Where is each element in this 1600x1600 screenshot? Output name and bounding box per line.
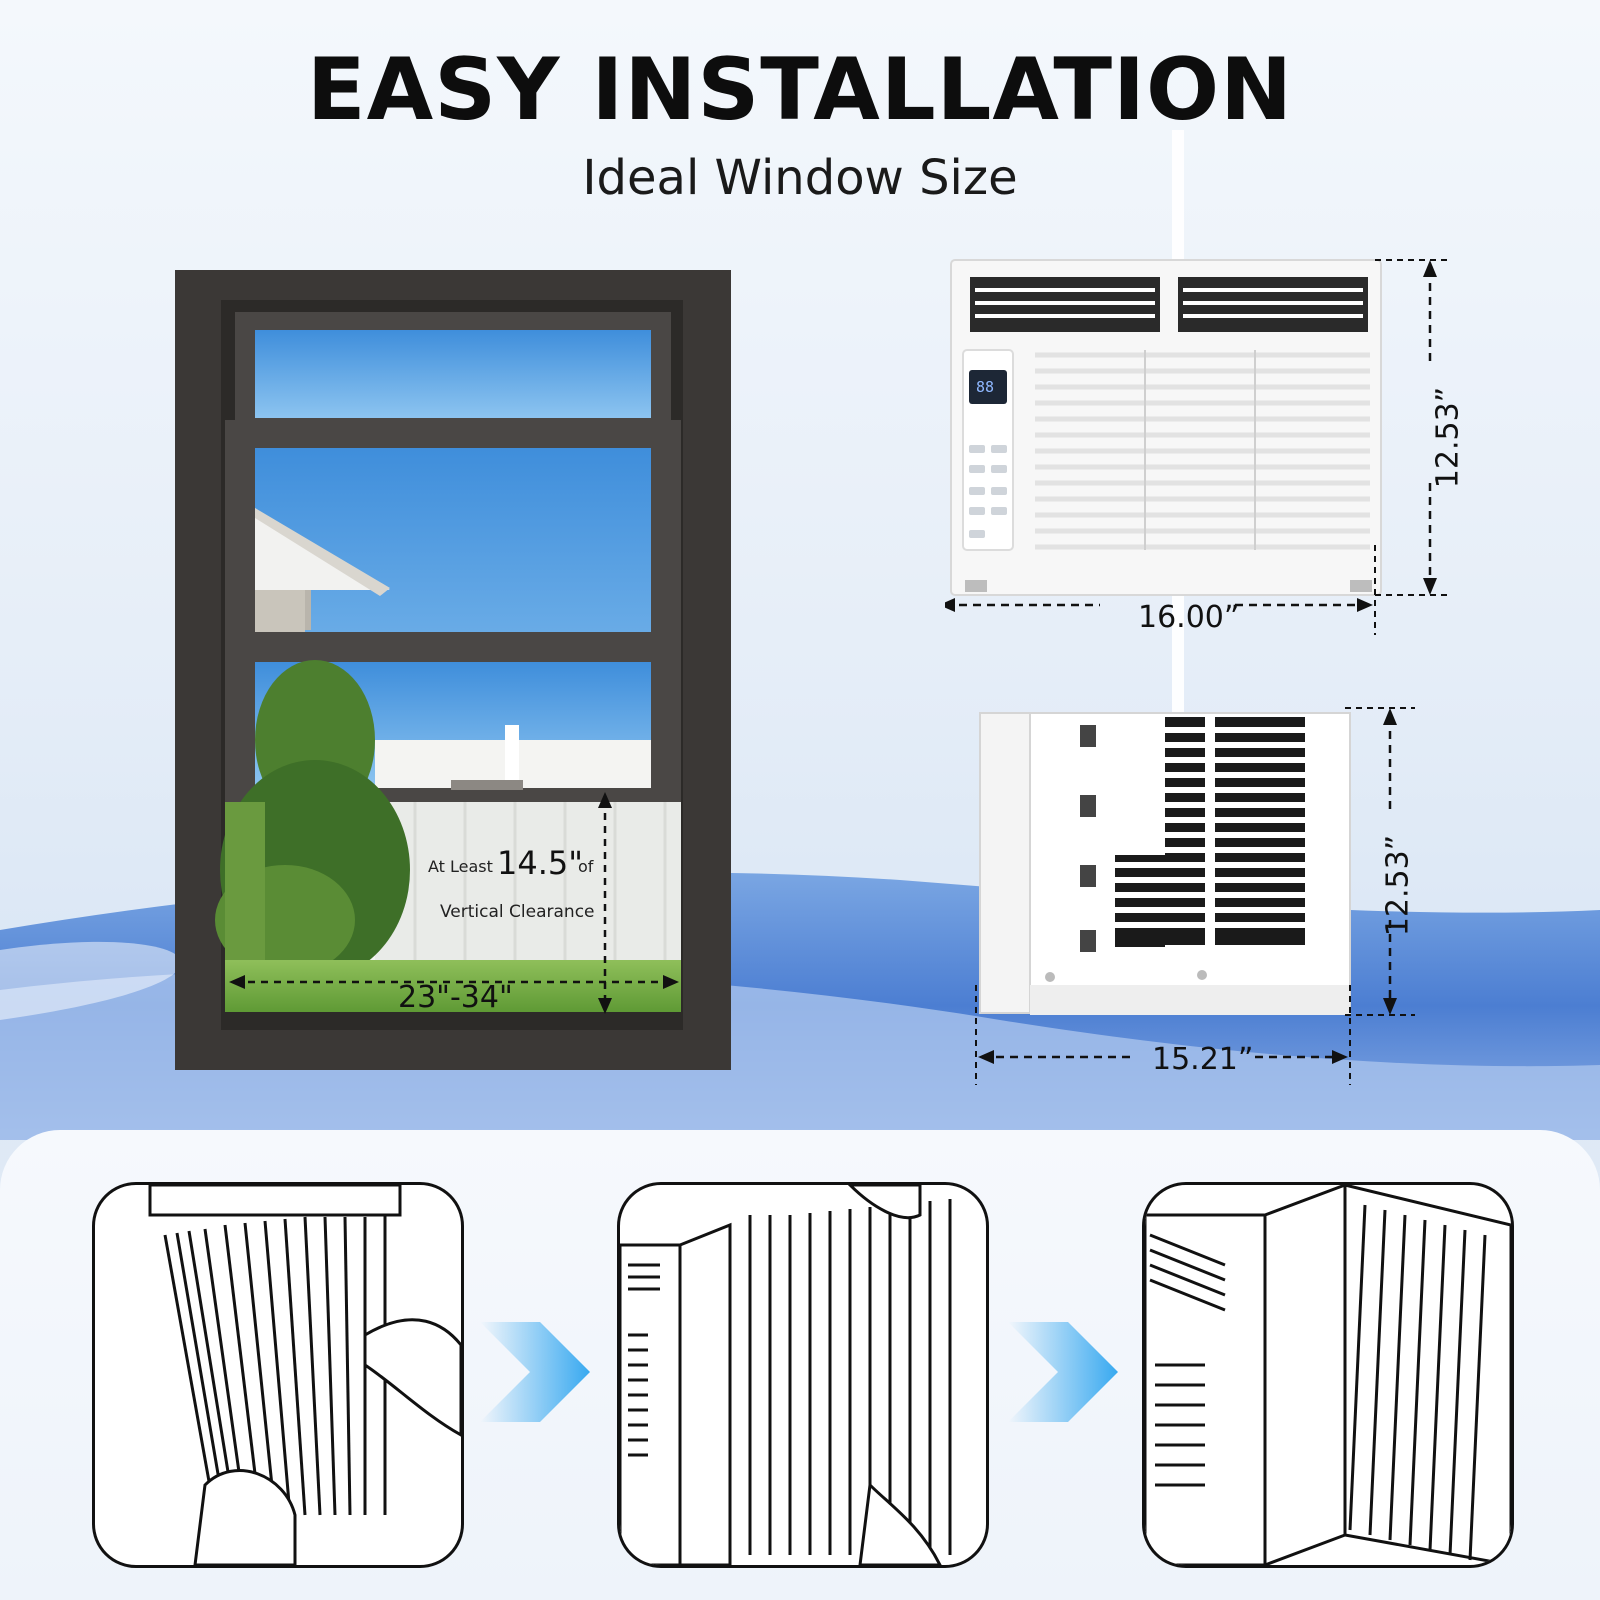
step-1-illustration: [148, 1185, 461, 1565]
step-arrow-2: [1008, 1322, 1118, 1422]
clearance-suffix: of: [578, 857, 594, 876]
side-depth-label: 15.21”: [1152, 1042, 1254, 1077]
front-height-label: 12.53”: [1430, 386, 1466, 489]
page-title: EASY INSTALLATION: [306, 40, 1294, 140]
window-width-label: 23"-34": [398, 980, 513, 1015]
step-3-illustration: [1145, 1185, 1511, 1565]
step-arrow-1: [480, 1322, 590, 1422]
ac-unit-front-view: [945, 259, 1450, 635]
side-height-label: 12.53”: [1380, 834, 1416, 937]
step-2-illustration: [620, 1185, 952, 1565]
front-width-label: 16.00”: [1138, 600, 1240, 635]
ac-display-readout: 88: [976, 378, 995, 396]
step-card-attach-panel: [617, 1182, 989, 1568]
window-illustration: [175, 270, 731, 1070]
page-subtitle: Ideal Window Size: [582, 150, 1018, 206]
clearance-value: 14.5": [497, 844, 583, 882]
step-card-extend-panel: [1142, 1182, 1514, 1568]
ac-unit-side-view: [975, 707, 1415, 1085]
clearance-prefix: At Least: [428, 857, 493, 876]
clearance-label: Vertical Clearance: [440, 902, 595, 922]
step-card-unfold-panel: [92, 1182, 464, 1568]
